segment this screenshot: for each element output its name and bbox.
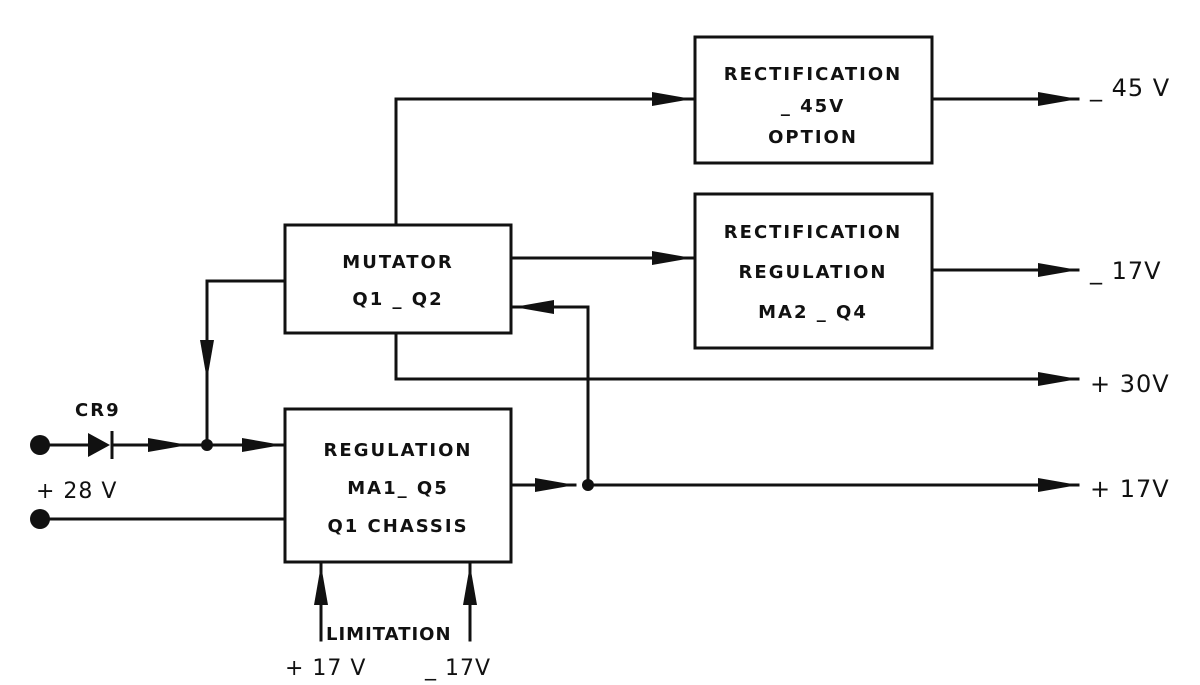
regulation-line-3: Q1 CHASSIS (327, 516, 468, 537)
mutator-line-1: MUTATOR (342, 252, 453, 273)
diode-cr9-icon (88, 433, 110, 457)
wire-mutator-to-junction (200, 279, 287, 382)
rect17-line-2: REGULATION (739, 262, 888, 283)
limit-pos-label: + 17 V (285, 656, 366, 681)
output-neg45-label: _ 45 V (1089, 74, 1170, 102)
supply-28v-label: + 28 V (36, 479, 117, 504)
rect45-line-2: _ 45V (781, 96, 845, 117)
output-neg17-label: _ 17V (1089, 257, 1162, 285)
regulation-block: REGULATION MA1_ Q5 Q1 CHASSIS (283, 407, 513, 564)
mutator-block: MUTATOR Q1 _ Q2 (283, 223, 513, 335)
junction-17v (582, 479, 594, 491)
limit-neg-label: _ 17V (424, 656, 491, 681)
regulation-line-2: MA1_ Q5 (347, 478, 448, 499)
rect17-line-3: MA2 _ Q4 (758, 302, 868, 323)
output-pos30-label: + 30V (1090, 370, 1170, 398)
mutator-line-2: Q1 _ Q2 (352, 289, 443, 310)
rect45-line-3: OPTION (768, 127, 858, 148)
rect17-line-1: RECTIFICATION (724, 222, 902, 243)
rectification-45v-block: RECTIFICATION _ 45V OPTION (693, 35, 934, 165)
rect45-line-1: RECTIFICATION (724, 64, 902, 85)
wire-feedback-to-mutator (512, 300, 590, 487)
rectification-regulation-block: RECTIFICATION REGULATION MA2 _ Q4 (693, 192, 934, 350)
limitation-label: LIMITATION (326, 624, 452, 645)
regulation-line-1: REGULATION (324, 440, 473, 461)
wire-mutator-to-30v (394, 331, 1080, 386)
wire-mutator-to-rect45 (394, 92, 694, 227)
output-pos17-label: + 17V (1090, 475, 1170, 503)
diode-cr9-label: CR9 (75, 400, 121, 421)
